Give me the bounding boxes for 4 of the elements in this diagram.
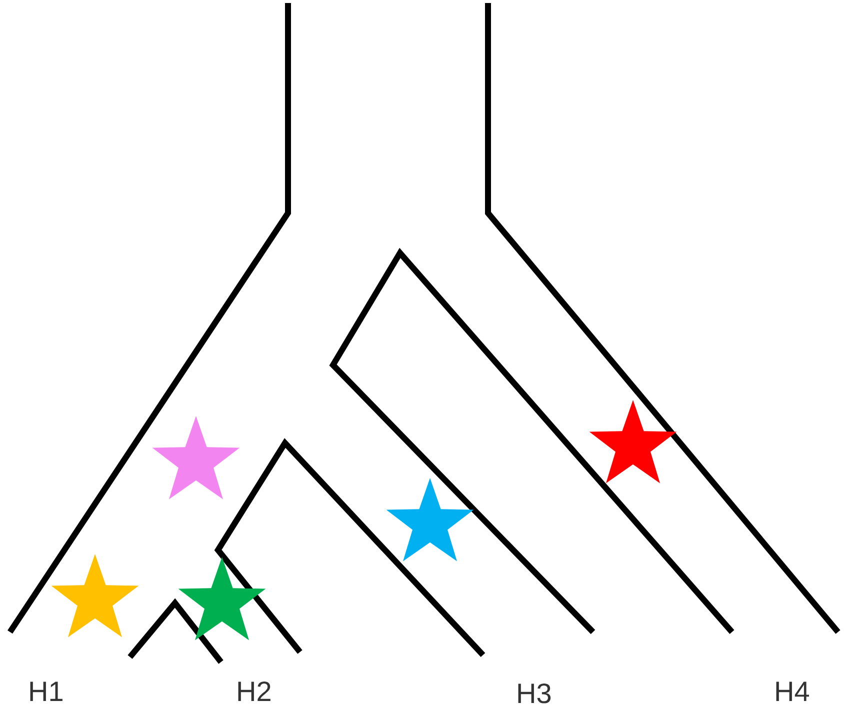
tip-label: H4 — [774, 678, 810, 706]
tip-label: H2 — [236, 678, 272, 706]
tip-label: H1 — [28, 678, 64, 706]
tip-label: H3 — [516, 680, 552, 708]
